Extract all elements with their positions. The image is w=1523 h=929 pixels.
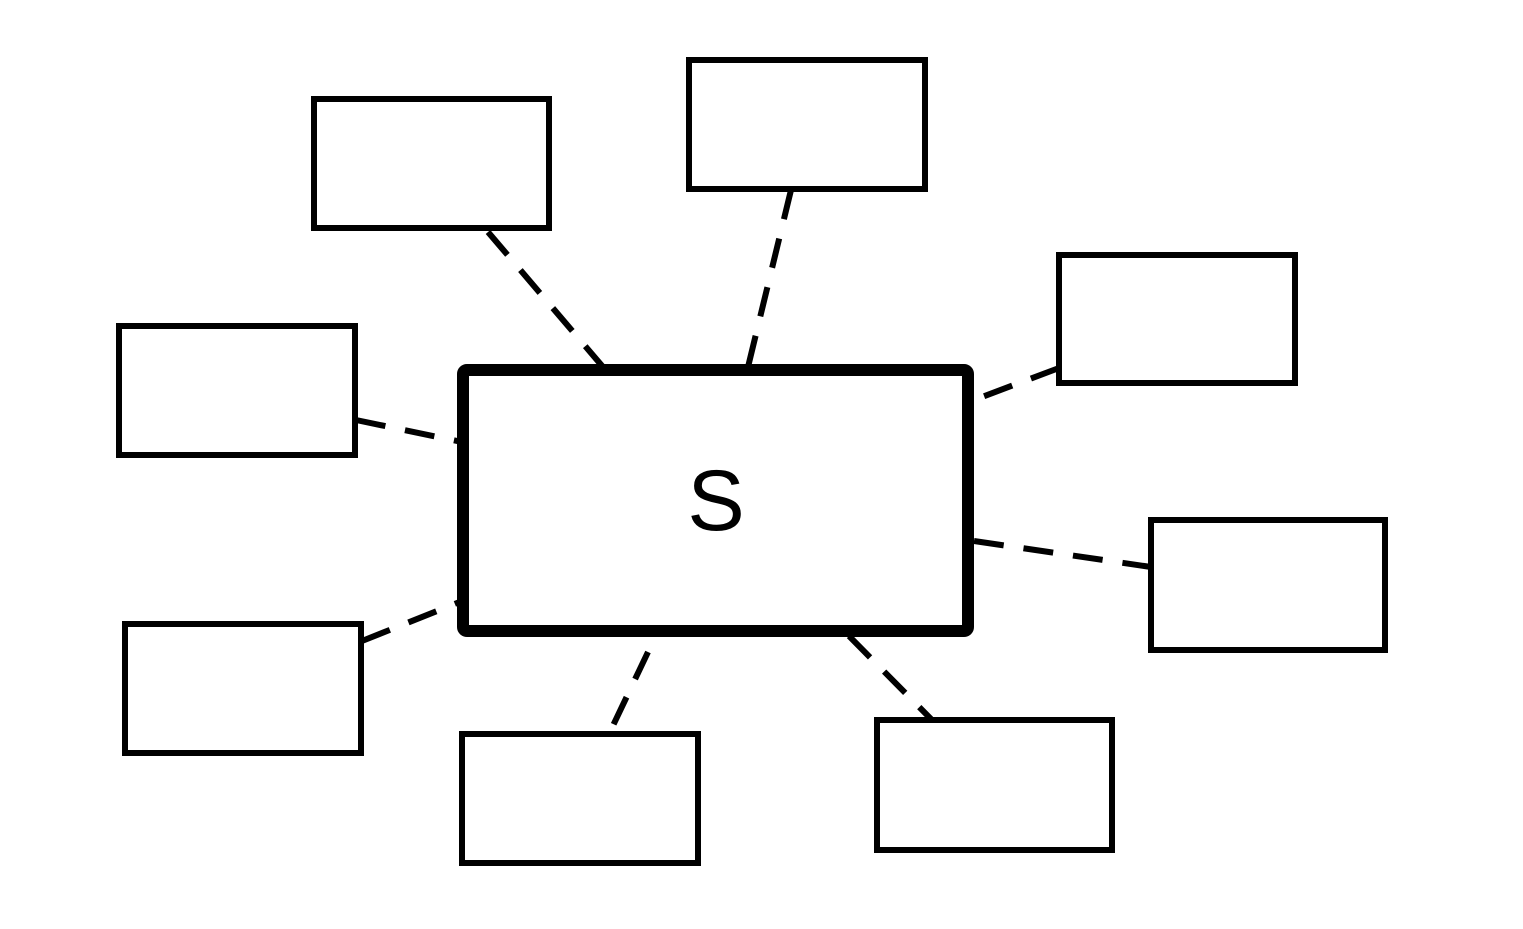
connector-left-lower [360,598,464,644]
center-node: S [457,364,974,637]
node-box-right-lower [1148,517,1388,653]
center-box [457,364,974,637]
connector-left-upper [355,417,463,445]
center-label: S [687,453,744,549]
connector-bottom-left [606,650,651,736]
node-box-left-lower [122,621,364,756]
node-box-bottom-left [459,731,701,866]
node-box-top-left [311,96,552,231]
connector-right-upper [972,365,1061,403]
connector-right-lower [973,538,1152,570]
node-box-right-upper [1056,252,1298,386]
connector-bottom-right [846,633,934,722]
connectors [355,189,1152,736]
node-box-bottom-right [874,717,1115,853]
connector-top-center [745,189,794,368]
outer-nodes [116,57,1388,866]
connector-top-left [485,230,606,369]
node-box-left-upper [116,323,358,458]
node-box-top-center [686,57,928,192]
